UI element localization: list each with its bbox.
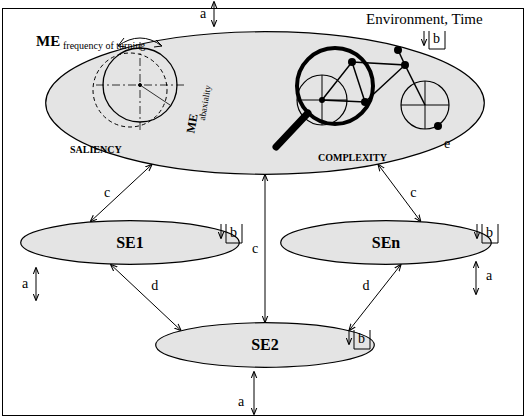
change-label: b — [486, 225, 493, 240]
change-label: b — [230, 225, 237, 240]
connector — [378, 165, 420, 222]
node-text: SE1 — [116, 234, 144, 252]
aspect-label: COMPLEXITY — [318, 152, 387, 163]
connector — [265, 175, 266, 322]
change-marker — [349, 330, 370, 349]
change-marker — [221, 224, 242, 243]
node-text: SE2 — [251, 336, 279, 354]
complexity-figure — [276, 46, 449, 147]
sub-element-ellipse: SE2 — [155, 322, 375, 368]
change-marker — [424, 31, 445, 49]
double-arrow — [214, 2, 215, 26]
connector-label: d — [149, 278, 160, 293]
change-marker — [477, 224, 498, 243]
connector-label: c — [408, 185, 418, 200]
connector — [111, 265, 181, 331]
node-text: frequency of turning — [63, 40, 145, 51]
connector — [349, 265, 400, 330]
sub-element-ellipse: SEn — [280, 220, 492, 265]
aspect-label: SALIENCY — [70, 144, 122, 155]
node-text: SEn — [372, 234, 400, 252]
saliency-figure — [93, 38, 186, 130]
double-arrow — [476, 262, 477, 294]
element-label: e — [444, 136, 450, 151]
measure-label: abaxiality — [198, 85, 214, 122]
interaction-label: a — [22, 276, 28, 291]
interaction-label: a — [200, 6, 206, 21]
connector-label: c — [102, 185, 112, 200]
interaction-label: a — [238, 394, 244, 409]
environment-frame: Environment, Time — [2, 8, 524, 416]
connector-label: d — [361, 278, 372, 293]
interaction-label: a — [486, 268, 492, 283]
double-arrow — [254, 372, 255, 414]
change-label: b — [433, 31, 440, 46]
node-text: Environment, Time — [366, 11, 483, 28]
connector-label: c — [250, 241, 260, 256]
node-text: ME — [36, 33, 60, 50]
change-label: b — [358, 331, 365, 346]
connector — [91, 165, 152, 222]
double-arrow — [36, 268, 37, 300]
sub-element-ellipse: SE1 — [20, 220, 240, 265]
